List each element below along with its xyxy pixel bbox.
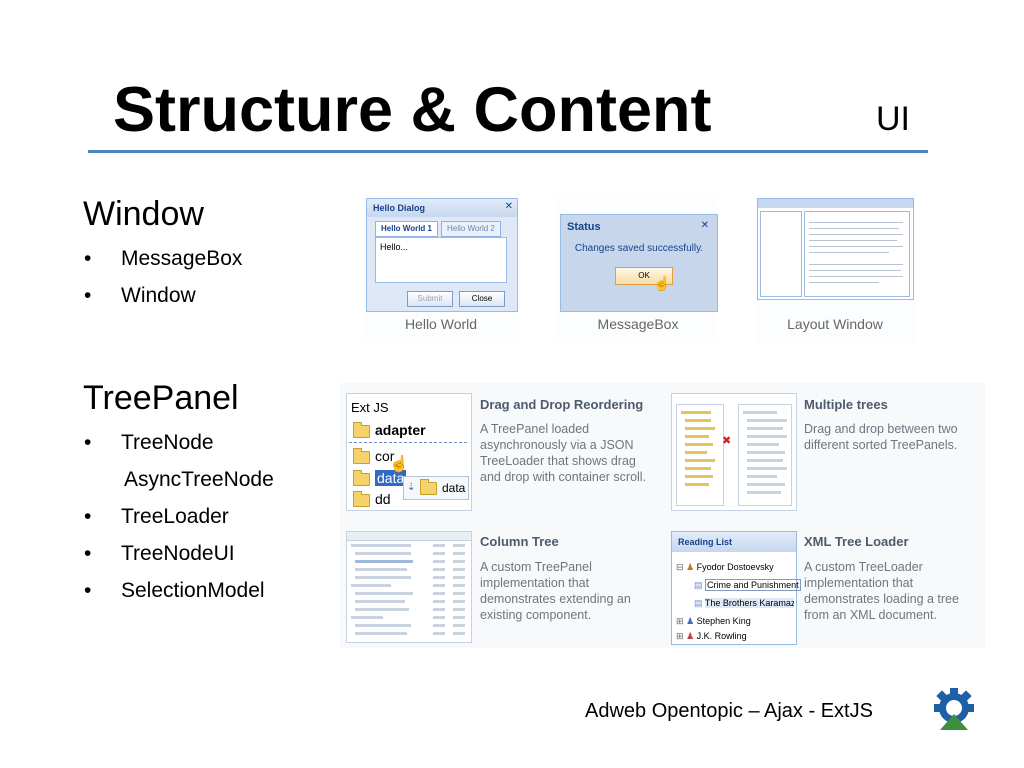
messagebox-message: Changes saved successfully.: [574, 243, 704, 254]
tab-hello-world-2: Hello World 2: [441, 221, 501, 237]
drag-indicator-icon: ✖: [722, 435, 732, 447]
column-2-cells: [433, 544, 445, 636]
dnd-example-title: Drag and Drop Reordering: [480, 397, 644, 412]
folder-icon: [420, 479, 437, 496]
dnd-example-desc: A TreePanel loaded asynchronously via a …: [480, 422, 647, 484]
ok-button: OK: [615, 267, 673, 285]
slide-title: Structure & Content: [113, 75, 712, 145]
treepanel-bullet-list: TreeNode AsyncTreeNode TreeLoader TreeNo…: [84, 424, 274, 609]
dnd-node-data: data: [353, 469, 407, 486]
dnd-tree-root: Ext JS: [351, 400, 389, 415]
column-tree-header: [347, 532, 471, 541]
xml-node-book: ▤ The Brothers Karamazov: [694, 598, 794, 609]
slide-title-tag: UI: [876, 100, 910, 138]
xml-tree-preview: Reading List ⊟ ♟ Fyodor Dostoevsky ▤ Cri…: [671, 531, 801, 645]
xml-node-book: ▤ Crime and Punishment: [694, 579, 801, 591]
submit-button: Submit: [407, 291, 453, 307]
hello-world-thumbnail: Hello Dialog ✕ Hello World 1 Hello World…: [362, 194, 520, 342]
treepanel-subitem-asynctreenode: AsyncTreeNode: [124, 468, 274, 491]
layout-window: [757, 198, 914, 300]
layout-west-region: [760, 211, 802, 297]
close-icon: ✕: [700, 220, 709, 231]
gear-logo-icon: [930, 686, 978, 734]
hand-cursor-icon: ☝: [653, 275, 671, 291]
folder-icon: [353, 490, 370, 507]
person-icon: ♟: [686, 562, 695, 572]
multiple-trees-preview: ✖: [671, 393, 797, 511]
window-bullet-window: Window: [84, 277, 242, 314]
tab-hello-world-1: Hello World 1: [375, 221, 438, 237]
messagebox-window: Status ✕ Changes saved successfully. OK …: [560, 214, 718, 312]
multiple-trees-desc: Drag and drop between two different sort…: [804, 422, 958, 452]
right-tree-panel: [738, 404, 792, 506]
multiple-trees-title: Multiple trees: [804, 397, 888, 412]
reading-list-title: Reading List: [672, 532, 796, 552]
hello-dialog-title: Hello Dialog: [367, 199, 517, 217]
treepanel-bullet-selectionmodel: SelectionModel: [84, 572, 274, 609]
column-3-cells: [453, 544, 465, 636]
hello-dialog-window: Hello Dialog ✕ Hello World 1 Hello World…: [366, 198, 518, 312]
dnd-drop-indicator: [349, 442, 467, 443]
folder-icon: [353, 447, 370, 464]
window-heading: Window: [83, 195, 204, 233]
dnd-node-adapter: adapter: [353, 421, 426, 438]
treepanel-bullet-treenode: TreeNode: [84, 424, 274, 461]
slide-footer: Adweb Opentopic – Ajax - ExtJS: [585, 700, 873, 722]
xml-tree-loader-title: XML Tree Loader: [804, 534, 909, 549]
xml-node-author: ⊞ ♟ J.K. Rowling: [676, 631, 747, 641]
hello-dialog-body: Hello...: [375, 237, 507, 283]
close-button: Close: [459, 291, 505, 307]
messagebox-thumbnail: Status ✕ Changes saved successfully. OK …: [558, 194, 718, 342]
treepanel-bullet-treenodeui: TreeNodeUI: [84, 535, 274, 572]
folder-icon: [353, 469, 370, 486]
dnd-node-cor: cor: [353, 447, 394, 464]
window-bullet-messagebox: MessageBox: [84, 240, 242, 277]
xml-node-author: ⊞ ♟ Stephen King: [676, 616, 751, 626]
xml-node-author: ⊟ ♟ Fyodor Dostoevsky: [676, 562, 774, 572]
person-icon: ♟: [686, 616, 695, 626]
layout-center-region: [804, 211, 910, 297]
person-icon: ♟: [686, 631, 695, 641]
window-bullet-list: MessageBox Window: [84, 240, 242, 314]
title-underline: [88, 150, 928, 153]
close-icon: ✕: [504, 201, 513, 212]
folder-icon: [353, 421, 370, 438]
dnd-drag-proxy: ⇣data: [403, 476, 469, 500]
layout-window-caption: Layout Window: [787, 316, 883, 332]
column-tree-title: Column Tree: [480, 534, 559, 549]
treepanel-heading: TreePanel: [83, 379, 239, 417]
layout-window-titlebar: [758, 199, 913, 208]
column-tree-preview: [346, 531, 472, 643]
book-icon: ▤: [694, 598, 703, 608]
book-icon: ▤: [694, 580, 703, 590]
left-tree-panel: [676, 404, 724, 506]
dnd-node-dd: dd: [353, 490, 391, 507]
messagebox-caption: MessageBox: [597, 316, 679, 332]
column-tree-desc: A custom TreePanel implementation that d…: [480, 560, 631, 622]
layout-window-thumbnail: Layout Window: [755, 194, 915, 342]
hello-world-caption: Hello World: [404, 316, 478, 332]
tree-examples-gallery: Ext JS adapter cor data dd ☝ ⇣data Drag …: [340, 383, 985, 648]
hand-cursor-icon: ☝: [389, 456, 409, 473]
xml-tree-loader-desc: A custom TreeLoader implementation that …: [804, 560, 959, 622]
messagebox-title: Status: [567, 221, 601, 233]
dnd-tree-preview: Ext JS adapter cor data dd ☝ ⇣data: [346, 393, 472, 511]
treepanel-bullet-treeloader: TreeLoader: [84, 498, 274, 535]
